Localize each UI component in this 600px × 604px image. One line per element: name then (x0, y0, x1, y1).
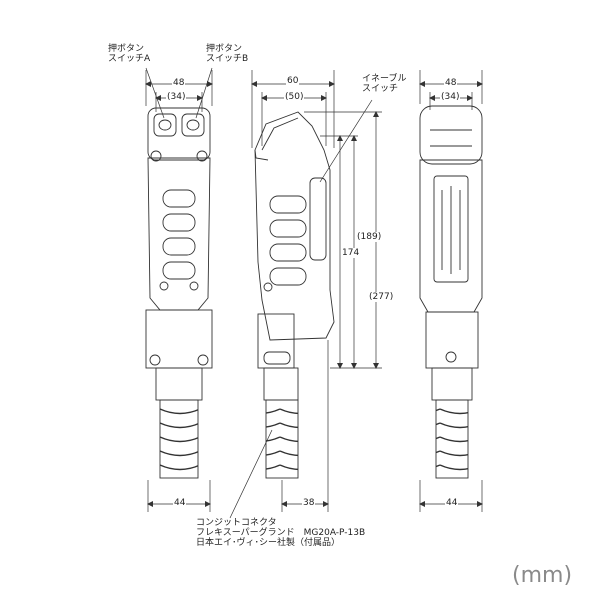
label-switch-b-line2: スイッチB (206, 54, 249, 64)
push-button-a (153, 113, 177, 137)
label-enable-switch: イネーブル スイッチ (362, 74, 406, 94)
leader-lines (145, 67, 373, 519)
dim-side-bottom: 38 (302, 498, 316, 508)
dim-side-inner: (50) (284, 92, 305, 102)
side-gland (263, 367, 299, 401)
rear-enable-switch (433, 175, 469, 283)
dimension-lines (145, 70, 483, 512)
dim-front-bottom: 44 (173, 498, 187, 508)
side-lower-block (257, 313, 295, 369)
label-connector-line2: フレキスーパーグランド MG20A-P-13B (196, 528, 366, 538)
dim-side-width: 60 (286, 76, 300, 86)
label-switch-a-line2: スイッチA (108, 54, 151, 64)
label-switch-b-line1: 押ボタン (206, 44, 243, 54)
label-connector: コンジットコネクタ フレキスーパーグランド MG20A-P-13B 日本エイ･ヴ… (196, 518, 365, 548)
unit-label: (mm) (512, 563, 573, 588)
side-enable-switch (309, 177, 327, 261)
label-connector-line1: コンジットコネクタ (196, 518, 277, 528)
front-body (147, 157, 211, 311)
dim-side-174: 174 (341, 248, 361, 258)
dim-rear-bottom: 44 (445, 498, 459, 508)
rear-head (419, 105, 483, 165)
front-lower-block (145, 309, 213, 369)
label-enable-switch-line2: スイッチ (362, 84, 399, 94)
push-button-b (181, 113, 205, 137)
dim-rear-inner: (34) (440, 92, 461, 102)
leader-connector (229, 429, 273, 519)
label-switch-b: 押ボタン スイッチB (206, 44, 248, 64)
side-grip-slots (269, 195, 307, 286)
dim-side-189: (189) (356, 232, 383, 242)
rear-gland (431, 367, 473, 401)
dim-side-277: (277) (368, 292, 395, 302)
leader-enable-switch (319, 99, 373, 183)
front-grip-slots (162, 189, 196, 280)
label-enable-switch-line1: イネーブル (362, 74, 407, 84)
leader-switch-b (195, 67, 213, 119)
rear-spring (435, 399, 469, 479)
front-gland (155, 367, 203, 401)
label-switch-a: 押ボタン スイッチA (108, 44, 150, 64)
label-switch-a-line1: 押ボタン (108, 44, 145, 54)
side-body (254, 111, 335, 341)
front-head (147, 107, 211, 161)
rear-lower-block (425, 311, 479, 369)
front-spring (159, 399, 199, 479)
dim-front-width: 48 (172, 78, 186, 88)
dim-rear-width: 48 (444, 78, 458, 88)
side-view (254, 111, 335, 479)
dim-front-inner: (34) (166, 92, 187, 102)
front-view (145, 107, 213, 479)
label-connector-line3: 日本エイ･ヴィ･シー社製（付属品） (196, 538, 341, 548)
leader-switch-a (145, 67, 165, 119)
rear-view (419, 105, 483, 479)
side-spring (265, 399, 299, 479)
